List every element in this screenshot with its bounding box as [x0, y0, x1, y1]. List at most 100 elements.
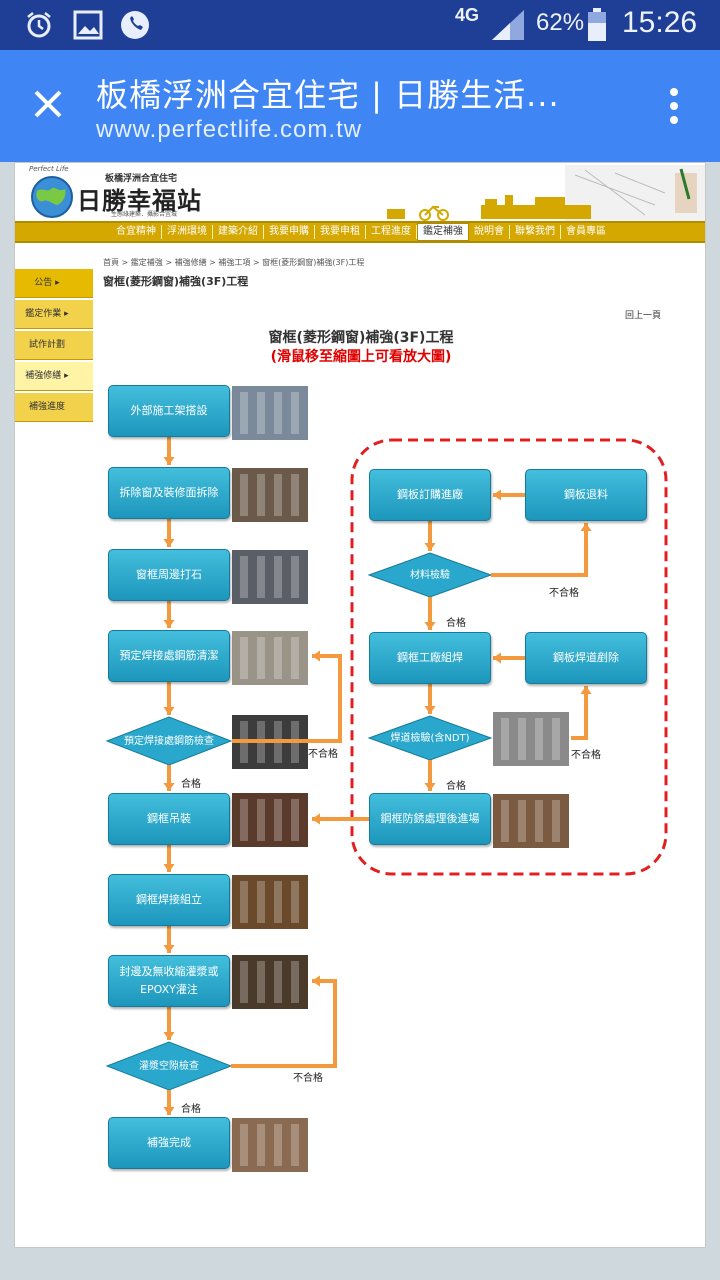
flow-step-right-5: 鋼板焊道剷除	[525, 632, 647, 684]
arrow-head	[424, 543, 436, 551]
breadcrumb: 首頁 > 鑑定補強 > 補強修繕 > 補強工項 > 窗框(菱形鋼窗)補強(3F)…	[103, 258, 365, 267]
flow-step-left-6: 鋼框吊裝	[108, 793, 230, 845]
arrow-head	[580, 686, 592, 694]
flow-check-weld: 焊道檢驗(含NDT)	[390, 732, 470, 744]
flow-step-left-2: 拆除窗及裝修面拆除	[108, 467, 230, 519]
steel-frame-prefab-region	[350, 438, 668, 876]
arrow-head	[312, 975, 320, 987]
side-menu-item-3[interactable]: 試作計劃	[15, 331, 93, 360]
arrow-head	[163, 620, 175, 628]
arrow-head	[163, 1032, 175, 1040]
step-photo-3[interactable]	[232, 550, 308, 604]
fail-label-material: 不合格	[549, 588, 579, 599]
side-menu-item-1[interactable]: 公告 ▸	[15, 269, 93, 298]
perfect-life-caption: Perfect Life	[29, 165, 69, 173]
network-type: 4G	[455, 5, 480, 25]
banner-illustration	[385, 165, 705, 221]
nav-item-1[interactable]: 合宜精神	[111, 225, 162, 239]
flow-step-left-4: 預定焊接處鋼筋清潔	[108, 630, 230, 682]
pass-label-material: 合格	[446, 618, 466, 629]
flow-step-left-3: 窗框周邊打石	[108, 549, 230, 601]
arrow-head	[493, 652, 501, 664]
flow-arrow	[491, 523, 588, 577]
fail-label-grout: 不合格	[293, 1073, 323, 1084]
nav-item-4[interactable]: 我要申購	[264, 225, 315, 239]
step-photo-7[interactable]	[232, 875, 308, 929]
main-nav: 合宜精神浮洲環境建築介紹我要申購我要申租工程進度鑑定補強說明會聯繫我們會員專區	[15, 221, 705, 243]
flow-arrow	[232, 654, 342, 743]
globe-logo-icon	[31, 176, 73, 218]
nav-item-3[interactable]: 建築介紹	[213, 225, 264, 239]
step-photo-8[interactable]	[232, 955, 308, 1009]
nav-item-8[interactable]: 說明會	[469, 225, 510, 239]
step-photo-6[interactable]	[232, 793, 308, 847]
flowchart-connectors	[105, 386, 668, 1172]
page-url: www.perfectlife.com.tw	[96, 116, 363, 143]
flow-title: 窗框(菱形鋼窗)補強(3F)工程	[268, 330, 454, 346]
more-vert-icon[interactable]	[664, 86, 684, 126]
nav-item-7[interactable]: 鑑定補強	[417, 223, 469, 241]
step-photo-weld[interactable]	[493, 712, 569, 766]
close-icon[interactable]	[32, 88, 64, 120]
step-photo-4[interactable]	[232, 631, 308, 685]
nav-item-10[interactable]: 會員專區	[566, 226, 606, 237]
flow-step-left-10: 補強完成	[108, 1117, 230, 1169]
pass-label-weld: 合格	[446, 781, 466, 792]
flow-step-right-7: 鋼框防銹處理後進場	[369, 793, 491, 845]
step-photo-10[interactable]	[232, 1118, 308, 1172]
step-photo-2[interactable]	[232, 468, 308, 522]
flow-check-material: 材料檢驗	[410, 569, 450, 581]
flow-check-rebar: 預定焊接處鋼筋檢查	[124, 735, 214, 747]
fail-label-weld: 不合格	[571, 750, 601, 761]
nav-item-9[interactable]: 聯繫我們	[510, 225, 561, 239]
step-photo-rust[interactable]	[493, 794, 569, 848]
alarm-icon	[27, 12, 51, 38]
signal-icon	[492, 10, 524, 40]
web-page: Perfect Life 板橋浮洲合宜住宅 日勝幸福站 生態綠建築．攝影合宜城 …	[14, 162, 706, 1248]
status-bar: 4G 62% 15:26	[0, 0, 720, 50]
page-title: 板橋浮洲合宜住宅 | 日勝生活...	[96, 76, 560, 114]
phone-icon	[121, 11, 149, 39]
arrow-head	[163, 945, 175, 953]
flow-step-left-1: 外部施工架搭設	[108, 385, 230, 437]
side-menu: 公告 ▸鑑定作業 ▸試作計劃補強修繕 ▸補強進度	[15, 269, 93, 424]
arrow-head	[163, 783, 175, 791]
flowchart: 外部施工架搭設拆除窗及裝修面拆除窗框周邊打石預定焊接處鋼筋清潔預定焊接處鋼筋檢查…	[15, 163, 705, 1247]
custom-tab-toolbar: 板橋浮洲合宜住宅 | 日勝生活... www.perfectlife.com.t…	[0, 50, 720, 162]
side-menu-item-5[interactable]: 補強進度	[15, 393, 93, 422]
pass-label-rebar: 合格	[181, 779, 201, 790]
fail-label-rebar: 不合格	[308, 749, 338, 760]
side-menu-item-2[interactable]: 鑑定作業 ▸	[15, 300, 93, 329]
flow-subtitle: (滑鼠移至縮圖上可看放大圖)	[270, 349, 452, 365]
battery-level: 62%	[536, 9, 585, 36]
side-menu-item-4[interactable]: 補強修繕 ▸	[15, 362, 93, 391]
back-link[interactable]: 回上一頁	[625, 311, 662, 321]
arrow-head	[424, 706, 436, 714]
arrow-head	[163, 1107, 175, 1115]
flow-check-rebar-shape	[105, 716, 233, 766]
arrow-head	[493, 489, 501, 501]
flow-step-right-4: 鋼框工廠組焊	[369, 632, 491, 684]
image-icon	[73, 10, 103, 40]
pass-label-grout: 合格	[181, 1104, 201, 1115]
arrow-head	[163, 707, 175, 715]
clock: 15:26	[622, 6, 698, 39]
flow-arrow	[231, 979, 337, 1068]
site-logo-text: 日勝幸福站	[77, 187, 202, 215]
arrow-head	[163, 864, 175, 872]
arrow-head	[580, 523, 592, 531]
page-heading: 窗框(菱形鋼窗)補強(3F)工程	[103, 275, 249, 288]
site-banner: Perfect Life 板橋浮洲合宜住宅 日勝幸福站 生態綠建築．攝影合宜城	[15, 163, 705, 221]
step-photo-1[interactable]	[232, 386, 308, 440]
flow-check-grout: 灌漿空隙檢查	[139, 1060, 199, 1072]
arrow-head	[424, 783, 436, 791]
flow-check-weld-shape	[367, 715, 493, 761]
nav-item-5[interactable]: 我要申租	[315, 225, 366, 239]
battery-icon	[588, 8, 606, 41]
banner-tagline: 生態綠建築．攝影合宜城	[111, 211, 178, 218]
flow-step-right-1: 鋼板訂購進廠	[369, 469, 491, 521]
flow-arrow	[571, 686, 588, 740]
banner-subtitle: 板橋浮洲合宜住宅	[105, 174, 178, 184]
nav-item-2[interactable]: 浮洲環境	[162, 225, 213, 239]
nav-item-6[interactable]: 工程進度	[366, 225, 417, 239]
